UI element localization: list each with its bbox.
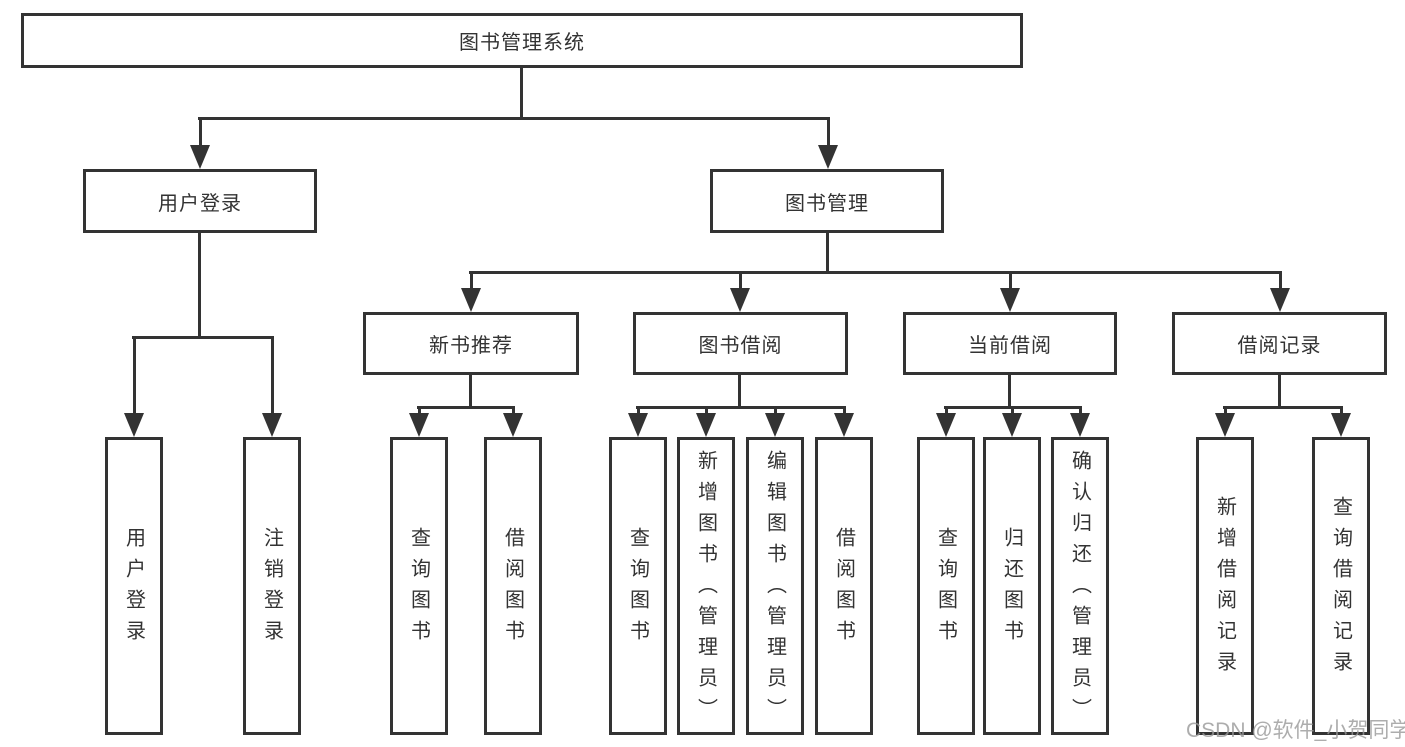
leaf-confirm-return-admin-label: 确认归还（管理员）: [1068, 449, 1091, 729]
leaf-logout: 注销登录: [243, 437, 301, 735]
connector-records-drop-1: [1224, 406, 1227, 418]
arrowhead-down-icon: [1002, 413, 1022, 437]
connector-records-stem: [1278, 373, 1281, 409]
arrowhead-down-icon: [765, 413, 785, 437]
node-library-system-label: 图书管理系统: [459, 32, 585, 54]
node-current-borrowing-label: 当前借阅: [968, 335, 1052, 357]
node-borrowing-records: 借阅记录: [1172, 312, 1387, 375]
leaf-borrow-books-borrowing: 借阅图书: [815, 437, 873, 735]
connector-login-drop-2: [271, 336, 274, 418]
leaf-add-borrow-record: 新增借阅记录: [1196, 437, 1254, 735]
arrowhead-down-icon: [461, 288, 481, 312]
arrowhead-down-icon: [696, 413, 716, 437]
connector-recommend-rail: [417, 406, 515, 409]
arrowhead-down-icon: [190, 145, 210, 169]
node-user-login: 用户登录: [83, 169, 317, 233]
connector-l1-drop-left: [199, 117, 202, 149]
arrowhead-down-icon: [834, 413, 854, 437]
connector-recommend-drop-2: [512, 406, 515, 418]
connector-borrowing-drop-4: [843, 406, 846, 418]
node-book-management: 图书管理: [710, 169, 944, 233]
arrowhead-down-icon: [730, 288, 750, 312]
leaf-edit-books-admin-label: 编辑图书（管理员）: [763, 449, 786, 729]
arrowhead-down-icon: [1070, 413, 1090, 437]
connector-l1-drop-right: [827, 117, 830, 149]
connector-current-drop-3: [1079, 406, 1082, 418]
leaf-query-books-borrowing: 查询图书: [609, 437, 667, 735]
connector-login-stem: [198, 231, 201, 339]
leaf-confirm-return-admin: 确认归还（管理员）: [1051, 437, 1109, 735]
leaf-borrow-books-borrowing-label: 借阅图书: [832, 527, 855, 651]
connector-records-drop-2: [1340, 406, 1343, 418]
connector-mgmt-stem: [826, 231, 829, 274]
connector-mgmt-drop-2: [739, 271, 742, 293]
connector-recommend-stem: [469, 373, 472, 409]
connector-borrowing-stem: [738, 373, 741, 409]
leaf-query-borrow-record-label: 查询借阅记录: [1329, 496, 1352, 682]
leaf-borrow-books-recommend: 借阅图书: [484, 437, 542, 735]
arrowhead-down-icon: [628, 413, 648, 437]
node-library-system: 图书管理系统: [21, 13, 1023, 68]
leaf-user-login: 用户登录: [105, 437, 163, 735]
connector-mgmt-drop-4: [1279, 271, 1282, 293]
node-user-login-label: 用户登录: [158, 192, 242, 215]
arrowhead-down-icon: [409, 413, 429, 437]
connector-records-rail: [1223, 406, 1343, 409]
node-current-borrowing: 当前借阅: [903, 312, 1117, 375]
arrowhead-down-icon: [818, 145, 838, 169]
connector-mgmt-drop-1: [470, 271, 473, 293]
leaf-query-books-current-label: 查询图书: [934, 527, 957, 651]
connector-root-stem: [520, 66, 523, 120]
connector-mgmt-rail: [469, 271, 1282, 274]
connector-borrowing-drop-2: [705, 406, 708, 418]
connector-current-drop-1: [945, 406, 948, 418]
arrowhead-down-icon: [124, 413, 144, 437]
leaf-query-books-borrowing-label: 查询图书: [626, 527, 649, 651]
arrowhead-down-icon: [1331, 413, 1351, 437]
connector-current-stem: [1008, 373, 1011, 409]
watermark: CSDN @软件_小贺同学: [1186, 719, 1405, 742]
node-new-book-recommend-label: 新书推荐: [429, 335, 513, 357]
leaf-add-books-admin-label: 新增图书（管理员）: [694, 449, 717, 729]
connector-login-drop-1: [133, 336, 136, 418]
leaf-add-borrow-record-label: 新增借阅记录: [1213, 496, 1236, 682]
arrowhead-down-icon: [1270, 288, 1290, 312]
leaf-edit-books-admin: 编辑图书（管理员）: [746, 437, 804, 735]
arrowhead-down-icon: [503, 413, 523, 437]
arrowhead-down-icon: [1000, 288, 1020, 312]
connector-borrowing-drop-3: [774, 406, 777, 418]
leaf-return-books-label: 归还图书: [1000, 527, 1023, 651]
leaf-query-books-recommend-label: 查询图书: [407, 527, 430, 651]
leaf-query-books-current: 查询图书: [917, 437, 975, 735]
leaf-borrow-books-recommend-label: 借阅图书: [501, 527, 524, 651]
node-book-borrowing-label: 图书借阅: [698, 335, 783, 357]
connector-mgmt-drop-3: [1009, 271, 1012, 293]
leaf-add-books-admin: 新增图书（管理员）: [677, 437, 735, 735]
connector-borrowing-drop-1: [637, 406, 640, 418]
arrowhead-down-icon: [936, 413, 956, 437]
node-book-borrowing: 图书借阅: [633, 312, 848, 375]
leaf-user-login-label: 用户登录: [122, 527, 145, 651]
leaf-return-books: 归还图书: [983, 437, 1041, 735]
leaf-logout-label: 注销登录: [260, 527, 283, 651]
arrowhead-down-icon: [262, 413, 282, 437]
connector-borrowing-rail: [636, 406, 846, 409]
connector-recommend-drop-1: [418, 406, 421, 418]
arrowhead-down-icon: [1215, 413, 1235, 437]
node-borrowing-records-label: 借阅记录: [1237, 335, 1322, 357]
leaf-query-books-recommend: 查询图书: [390, 437, 448, 735]
connector-login-rail: [132, 336, 274, 339]
node-new-book-recommend: 新书推荐: [363, 312, 579, 375]
connector-l1-rail: [198, 117, 830, 120]
leaf-query-borrow-record: 查询借阅记录: [1312, 437, 1370, 735]
node-book-management-label: 图书管理: [785, 192, 869, 215]
connector-current-drop-2: [1011, 406, 1014, 418]
